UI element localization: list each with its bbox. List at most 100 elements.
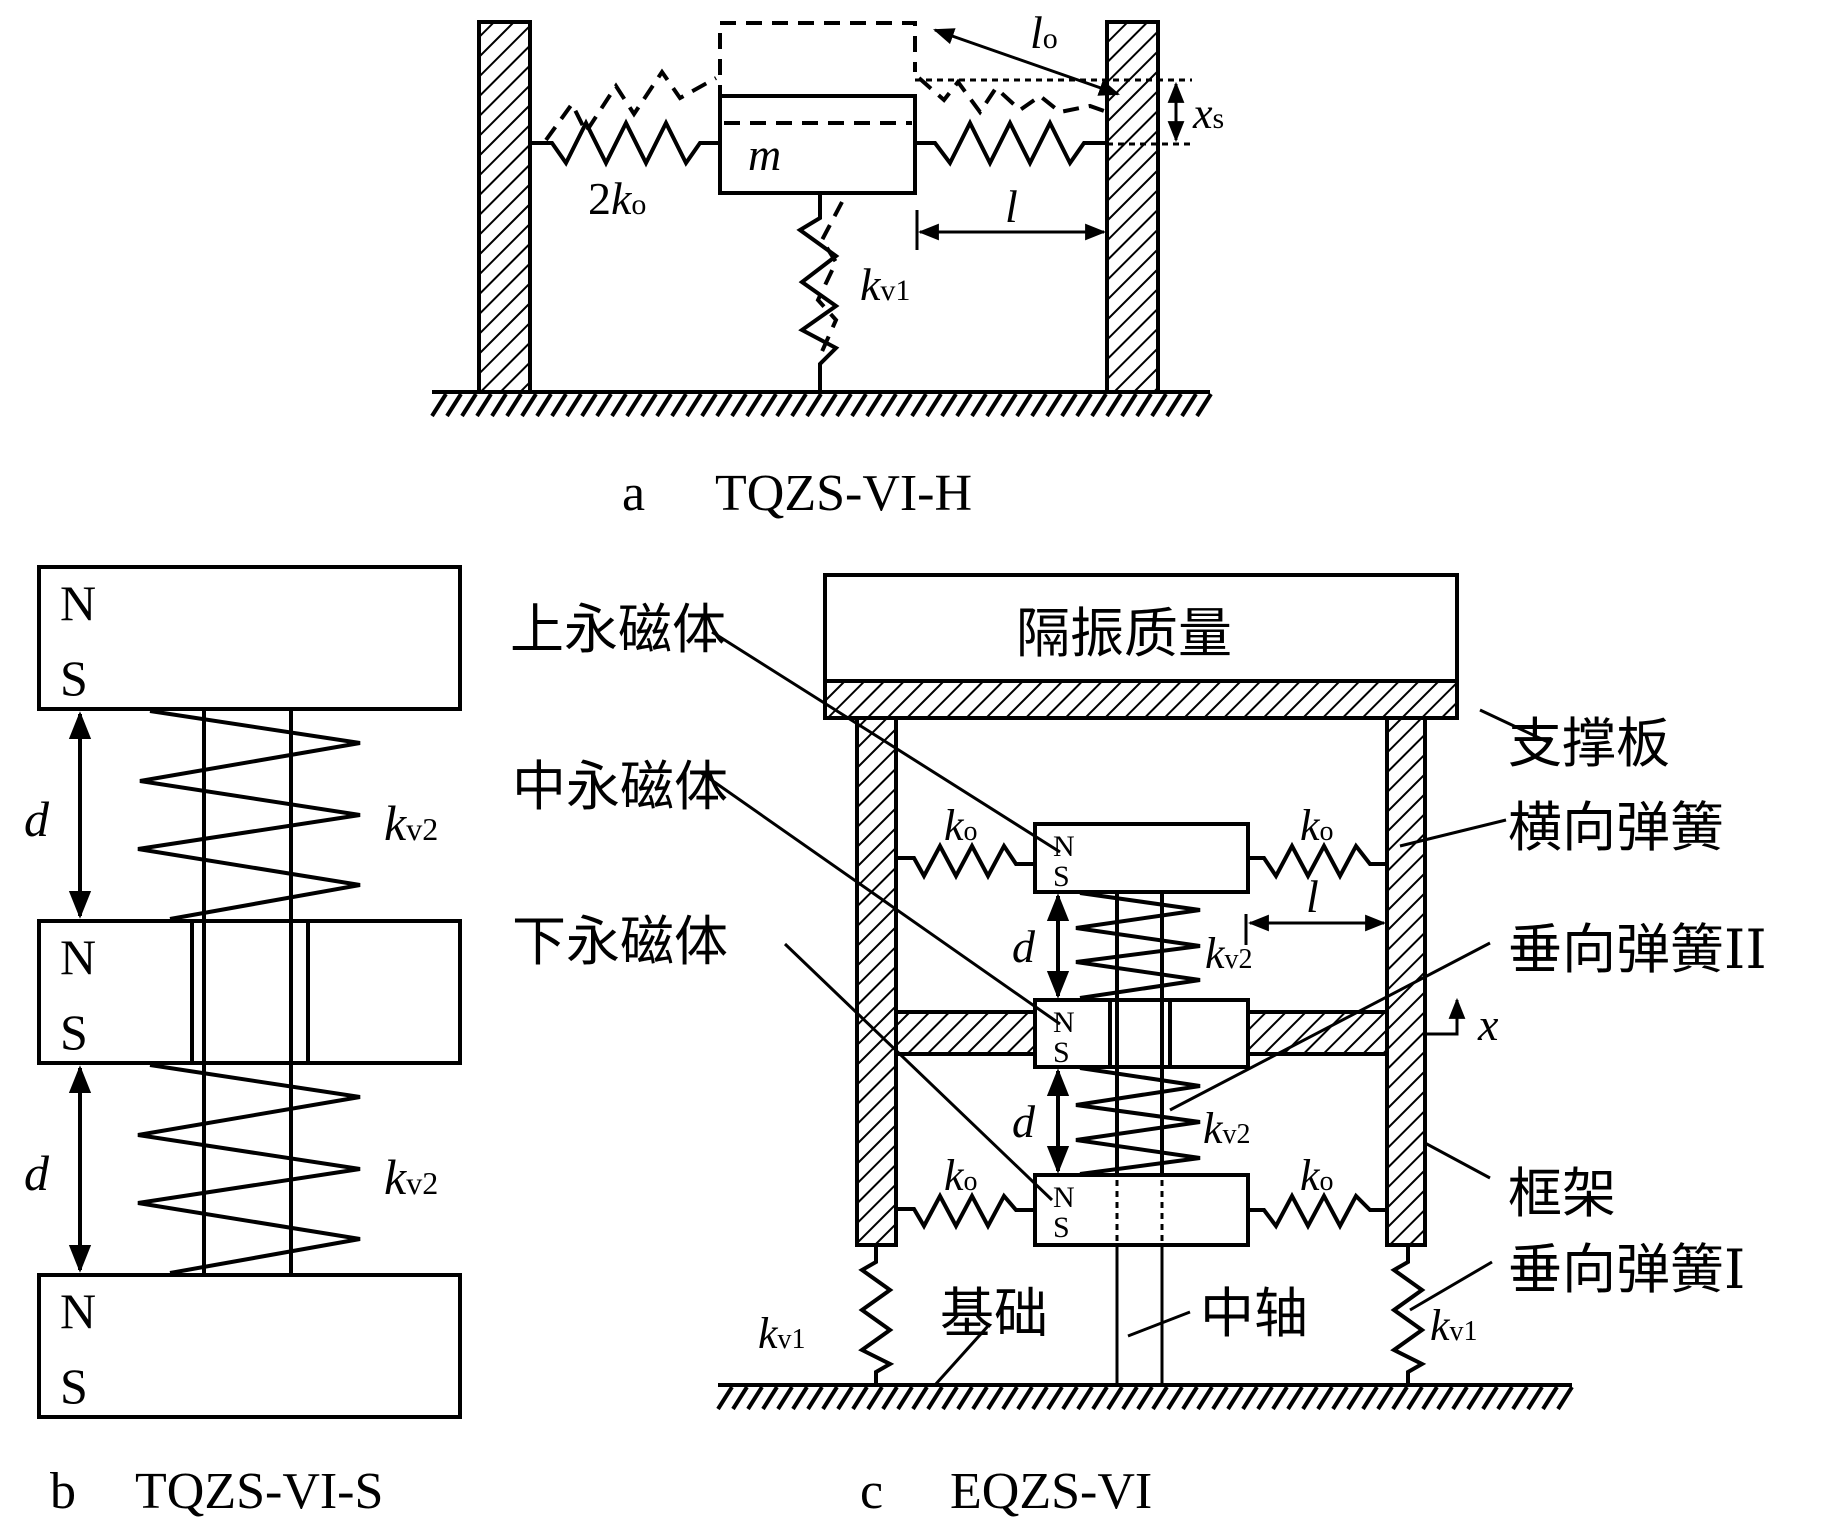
label-ko-upper-left: ko xyxy=(944,801,978,850)
ground-hatch-mark xyxy=(956,1385,974,1411)
spring-ko-lower-right xyxy=(1248,1191,1387,1231)
ground-hatch-mark xyxy=(821,1385,839,1411)
ground-hatch-mark xyxy=(1376,1385,1394,1411)
mass-label: m xyxy=(748,129,781,180)
leader-support-plate xyxy=(1479,708,1551,745)
ground-hatch-mark xyxy=(700,392,718,418)
ground-hatch-mark xyxy=(1061,1385,1079,1411)
callout-vertical-spring-2: 垂向弹簧II xyxy=(1508,918,1767,981)
leader-horizontal-spring xyxy=(1399,818,1507,848)
leader-lower-magnet xyxy=(783,942,1054,1202)
ground-hatch-mark xyxy=(955,392,973,418)
ground-hatch-mark xyxy=(866,1385,884,1411)
spring-kv2-lower-b xyxy=(137,1063,361,1275)
ground-hatch-mark xyxy=(1496,1385,1514,1411)
label-kv2-lower-b: kv2 xyxy=(384,1149,438,1205)
magnet-upper-c xyxy=(1033,822,1250,894)
ground-hatch-mark xyxy=(1196,1385,1214,1411)
caption-c-title: EQZS-VI xyxy=(950,1463,1152,1520)
label-xs: xs xyxy=(1192,89,1224,138)
ground-hatch-mark xyxy=(1331,1385,1349,1411)
ground-hatch-mark xyxy=(1045,392,1063,418)
ground-hatch-mark xyxy=(1090,392,1108,418)
ground-hatch-mark xyxy=(640,392,658,418)
spring-ko-upper-left xyxy=(896,841,1035,881)
ground-hatch-mark xyxy=(1181,1385,1199,1411)
magnet-lower-c-north: N xyxy=(1053,1181,1075,1214)
ground-hatch-mark xyxy=(985,392,1003,418)
ground-hatch-mark xyxy=(715,392,733,418)
ground-hatch-mark xyxy=(820,392,838,418)
panel-a: m 2ko kv1 l lo xs a TQZS-VI-H xyxy=(430,7,1224,522)
isolated-mass-block xyxy=(823,573,1459,683)
ground-hatch-mark xyxy=(1271,1385,1289,1411)
label-kv2-upper-c: kv2 xyxy=(1205,929,1253,978)
ground-hatch-mark xyxy=(1120,392,1138,418)
ground-hatch-mark xyxy=(746,1385,764,1411)
ground-hatch-mark xyxy=(716,1385,734,1411)
label-l-c: l xyxy=(1306,871,1319,922)
ground-hatch-mark xyxy=(565,392,583,418)
ground-hatch-mark xyxy=(1556,1385,1574,1411)
ground-hatch-mark xyxy=(1016,1385,1034,1411)
ground-hatch-mark xyxy=(1421,1385,1439,1411)
ground-hatch-mark xyxy=(1301,1385,1319,1411)
magnet-middle-c xyxy=(1033,998,1250,1069)
ground-hatch-mark xyxy=(535,392,553,418)
magnet-middle-b-north: N xyxy=(60,929,96,985)
ground-hatch-mark xyxy=(1451,1385,1469,1411)
ground-hatch-mark xyxy=(761,1385,779,1411)
ground-hatch-mark xyxy=(1346,1385,1364,1411)
left-horizontal-spring xyxy=(530,118,720,168)
magnet-top-b xyxy=(37,565,462,711)
ground-hatch-mark xyxy=(1481,1385,1499,1411)
caption-b-letter: b xyxy=(50,1463,76,1520)
magnet-bottom-b-south: S xyxy=(60,1358,88,1414)
ground-hatch-mark xyxy=(925,392,943,418)
label-kv1-a: kv1 xyxy=(860,259,910,310)
ground-hatch-mark xyxy=(775,392,793,418)
left-inclined-spring-dashed xyxy=(544,68,717,142)
magnet-lower-c-south: S xyxy=(1053,1211,1070,1244)
callout-frame: 框架 xyxy=(1508,1162,1616,1225)
ground-hatch-mark xyxy=(1436,1385,1454,1411)
spring-kv1-right-c xyxy=(1390,1245,1427,1385)
ground-hatch-mark xyxy=(1316,1385,1334,1411)
right-inclined-spring-dashed xyxy=(917,76,1108,116)
ground-hatch-mark xyxy=(881,1385,899,1411)
magnet-top-b-north: N xyxy=(60,575,96,631)
caption-c-letter: c xyxy=(860,1463,883,1520)
ground-hatch-mark xyxy=(445,392,463,418)
label-ko-upper-right: ko xyxy=(1300,801,1334,850)
magnet-upper-c-north: N xyxy=(1053,830,1075,863)
ground-hatch-mark xyxy=(1135,392,1153,418)
gap-label-upper-b: d xyxy=(24,791,50,847)
ground-hatch-mark xyxy=(1075,392,1093,418)
caption-b-title: TQZS-VI-S xyxy=(135,1463,383,1520)
caption-a-letter: a xyxy=(622,465,645,522)
callout-horizontal-spring: 横向弹簧 xyxy=(1508,796,1724,859)
spring-ko-lower-left xyxy=(896,1191,1035,1231)
panel-b: N S N S N S d d kv2 kv2 b TQZS-VI-S xyxy=(24,565,462,1520)
label-kv2-upper-b: kv2 xyxy=(384,795,438,851)
label-ko-lower-right: ko xyxy=(1300,1151,1334,1200)
ground-hatch-mark xyxy=(655,392,673,418)
callout-upper-magnet: 上永磁体 xyxy=(510,598,726,661)
ground-hatch-mark xyxy=(1150,392,1168,418)
ground-hatch-mark xyxy=(1091,1385,1109,1411)
right-wall xyxy=(1105,20,1160,394)
callout-foundation: 基础 xyxy=(940,1282,1048,1345)
ground-hatch-mark xyxy=(805,392,823,418)
ground-hatch-mark xyxy=(1060,392,1078,418)
magnet-middle-b xyxy=(37,919,462,1065)
ground-hatch-mark xyxy=(1511,1385,1529,1411)
leader-frame xyxy=(1424,1141,1491,1180)
leader-upper-magnet xyxy=(711,630,1061,854)
ground-hatch-mark xyxy=(1106,1385,1124,1411)
callout-lower-magnet: 下永磁体 xyxy=(512,910,728,973)
leader-center-shaft xyxy=(1127,1310,1191,1338)
magnet-middle-c-south: S xyxy=(1053,1036,1070,1069)
ground-hatch-mark xyxy=(911,1385,929,1411)
label-kv1-right-c: kv1 xyxy=(1430,1301,1478,1350)
ground-hatch-mark xyxy=(896,1385,914,1411)
